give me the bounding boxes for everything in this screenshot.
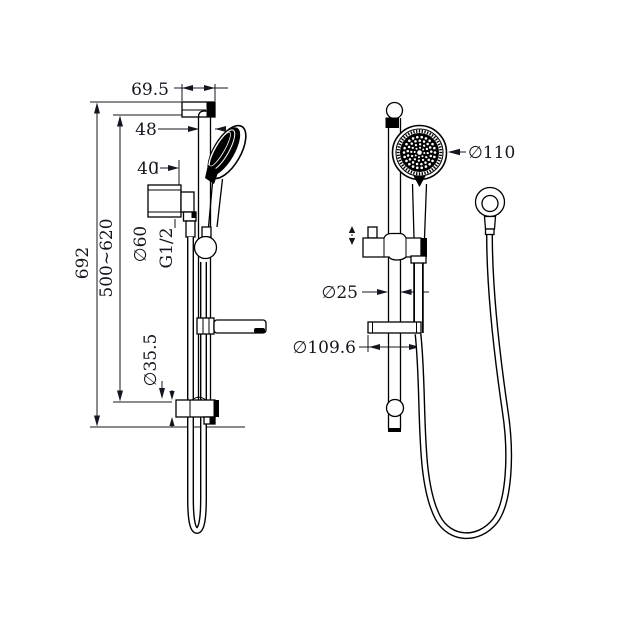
dim-dish-width-label: ∅109.6	[293, 338, 356, 358]
dim-handset-dia-label: ∅110	[468, 143, 515, 163]
dim-wall-projection-label: 69.5	[131, 80, 169, 100]
dim-bottom-bracket-dia-label: ∅35.5	[141, 334, 161, 387]
handle-side	[207, 171, 224, 228]
bottom-bracket-side	[175, 396, 219, 425]
rail-top-cap	[385, 101, 404, 120]
slider-bracket-front	[348, 226, 427, 264]
dim-rail-offset-label: 48	[135, 120, 157, 140]
hand-shower-side	[207, 124, 247, 180]
hose-hanging-ring	[474, 186, 506, 236]
hose-front	[414, 234, 513, 540]
side-view	[147, 101, 267, 535]
front-view	[348, 101, 513, 540]
dim-adjustable-range-label: 500~620	[97, 218, 117, 297]
hose-side	[187, 237, 207, 535]
slider-knob-side	[193, 235, 218, 260]
spray-face-pattern	[396, 129, 443, 176]
dim-rail-dia-label: ∅25	[322, 283, 358, 303]
hose-nut-front	[410, 255, 427, 264]
dimension-labels: 69.5 48 40 692 500~620 ∅60 G1/2 ∅35.5 ∅1…	[73, 80, 515, 386]
top-bracket-front	[385, 117, 399, 128]
handle-front	[411, 183, 428, 239]
hand-shower-front	[391, 124, 448, 187]
dim-supply-offset-label: 40	[137, 159, 159, 179]
soap-dish-side	[196, 317, 267, 335]
slider-button-side	[201, 226, 212, 238]
dim-overall-height-label: 692	[73, 247, 93, 279]
soap-dish-front	[367, 321, 422, 334]
rail-top-side	[197, 110, 212, 118]
bottom-screw-cover	[385, 398, 405, 418]
dim-escutcheon-dia-label: ∅60	[131, 226, 151, 262]
dim-thread-label: G1/2	[157, 228, 177, 269]
rail-end-cap	[388, 428, 401, 432]
slider-pin	[367, 226, 378, 239]
wall-supply-elbow-side	[147, 184, 197, 238]
handset-neck-side	[205, 165, 219, 184]
